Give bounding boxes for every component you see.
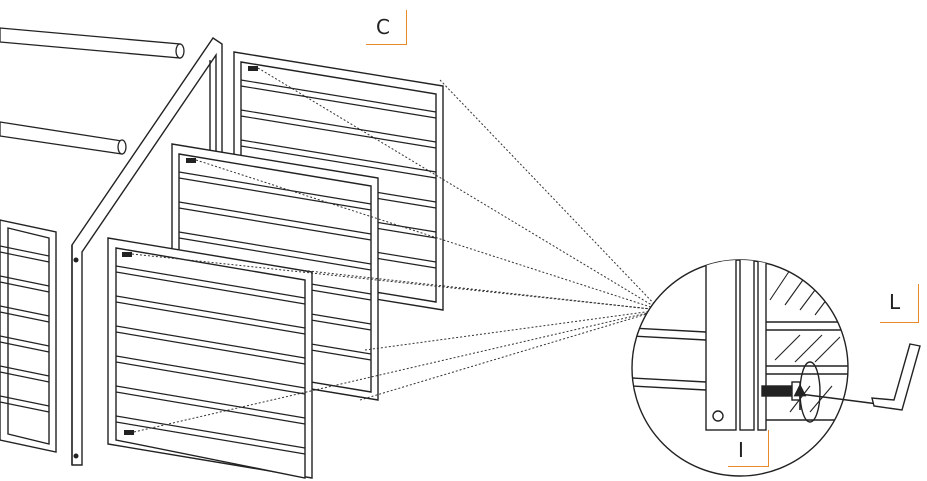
label-bracket-c [366,10,407,45]
part-label-l: L [889,290,901,314]
label-bracket-l [880,284,919,323]
zoom-detail [631,259,879,477]
screw-markers [73,66,258,459]
tube-lower [0,121,127,155]
allen-key-icon [871,343,921,411]
tube-upper [0,27,185,59]
label-bracket-i [728,430,769,467]
part-label-i: I [738,438,744,462]
part-label-c: C [376,15,390,39]
panel-left-partial [0,219,57,453]
callout-lines [131,67,661,433]
panel-front [107,237,313,479]
